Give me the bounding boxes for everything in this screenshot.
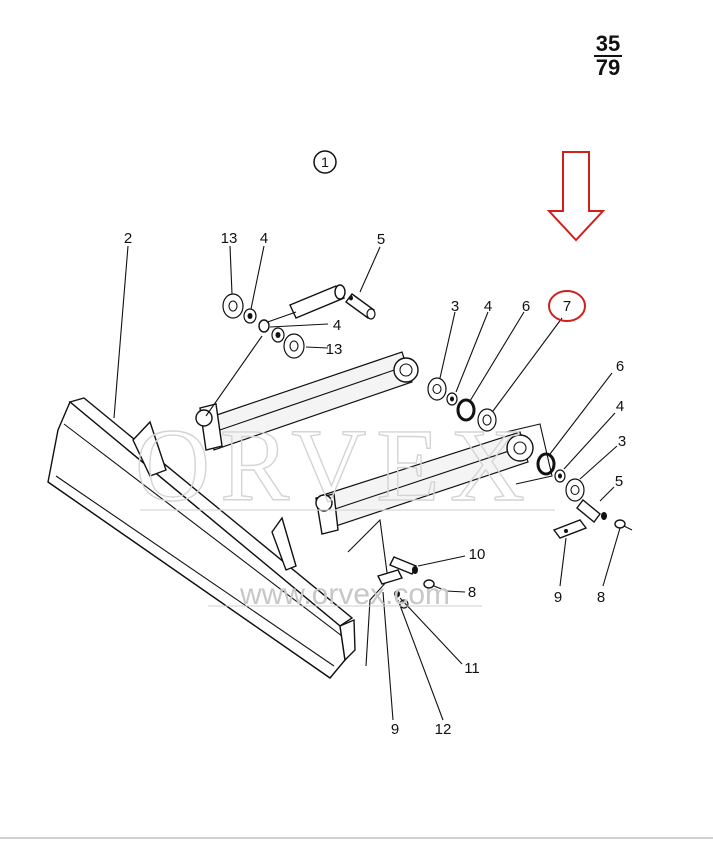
part-label: 9 <box>554 589 562 606</box>
part-label: 5 <box>615 473 623 490</box>
part-label: 4 <box>484 298 492 315</box>
part-label: 5 <box>377 231 385 248</box>
part-label: 2 <box>124 230 132 247</box>
assembly-number: 1 <box>313 150 337 174</box>
part-label: 6 <box>522 298 530 315</box>
push-arms <box>195 351 553 667</box>
svg-text:1: 1 <box>321 154 329 170</box>
leader-lines <box>113 245 621 721</box>
part-label: 8 <box>597 589 605 606</box>
part-number-labels: 2 13 4 5 4 13 3 4 6 7 6 4 3 5 9 8 10 8 1… <box>124 230 626 738</box>
part-label: 11 <box>464 660 480 677</box>
part-label: 13 <box>221 230 238 247</box>
page-total: 79 <box>596 55 620 80</box>
highlighted-part-label: 7 <box>563 298 571 315</box>
part-label: 6 <box>616 358 624 375</box>
part-label: 13 <box>326 341 343 358</box>
part-label: 3 <box>451 298 459 315</box>
lower-hardware <box>377 556 445 609</box>
part-label: 10 <box>469 546 486 563</box>
part-label: 4 <box>333 317 341 334</box>
dozer-blade <box>47 397 356 679</box>
watermark-brand: ORVEX <box>135 408 535 523</box>
part-label: 12 <box>435 721 452 738</box>
down-arrow-icon <box>546 151 606 242</box>
part-label: 4 <box>260 230 268 247</box>
part-label: 9 <box>391 721 399 738</box>
page-number: 35 <box>596 31 620 56</box>
part-label: 4 <box>616 398 624 415</box>
watermark: ORVEX www.orvex.com <box>134 407 555 611</box>
part-label: 8 <box>468 584 476 601</box>
highlight-circle <box>548 290 586 322</box>
upper-hardware <box>222 284 376 359</box>
part-label: 3 <box>618 433 626 450</box>
right-hardware <box>427 377 633 539</box>
page-reference: 35 79 <box>594 31 622 80</box>
